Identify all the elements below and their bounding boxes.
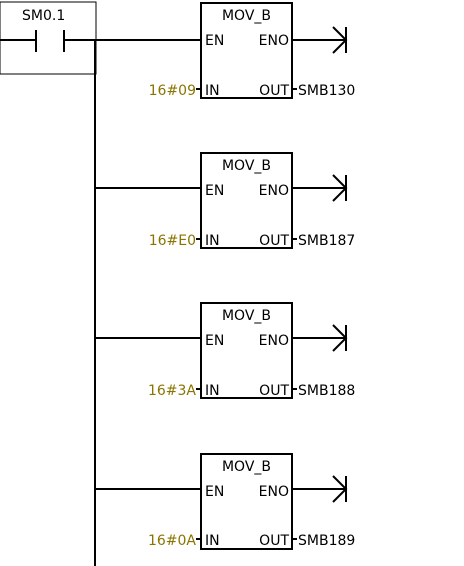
en-pin-label: EN [205,484,224,500]
eno-pin-label: ENO [259,33,289,49]
mov-b-block[interactable]: MOV_B EN ENO IN OUT 16#09 SMB130 [95,2,355,99]
out-pin-label: OUT [259,83,289,99]
in-value[interactable]: 16#0A [148,533,196,549]
mov-b-block[interactable]: MOV_B EN ENO IN OUT 16#E0 SMB187 [95,152,355,249]
block-title: MOV_B [222,308,271,324]
out-value[interactable]: SMB130 [298,83,355,99]
in-pin-label: IN [205,383,220,399]
out-value[interactable]: SMB188 [298,383,355,399]
in-pin-label: IN [205,233,220,249]
out-pin-label: OUT [259,233,289,249]
contact-selection-box [0,1,97,75]
block-box [200,453,293,550]
in-value[interactable]: 16#09 [149,83,196,99]
out-value[interactable]: SMB189 [298,533,355,549]
in-value[interactable]: 16#E0 [149,233,196,249]
eno-pin-label: ENO [259,484,289,500]
block-title: MOV_B [222,8,271,24]
block-box [200,2,293,99]
en-pin-label: EN [205,33,224,49]
mov-b-block[interactable]: MOV_B EN ENO IN OUT 16#0A SMB189 [95,453,355,550]
en-pin-label: EN [205,183,224,199]
mov-b-block[interactable]: MOV_B EN ENO IN OUT 16#3A SMB188 [95,302,355,399]
out-pin-label: OUT [259,533,289,549]
contact-label: SM0.1 [22,8,65,24]
in-value[interactable]: 16#3A [148,383,196,399]
out-value[interactable]: SMB187 [298,233,355,249]
out-pin-label: OUT [259,383,289,399]
block-title: MOV_B [222,158,271,174]
contact-element[interactable]: SM0.1 [0,1,97,75]
eno-pin-label: ENO [259,183,289,199]
in-pin-label: IN [205,83,220,99]
eno-pin-label: ENO [259,333,289,349]
block-box [200,152,293,249]
block-box [200,302,293,399]
in-pin-label: IN [205,533,220,549]
en-pin-label: EN [205,333,224,349]
block-title: MOV_B [222,459,271,475]
